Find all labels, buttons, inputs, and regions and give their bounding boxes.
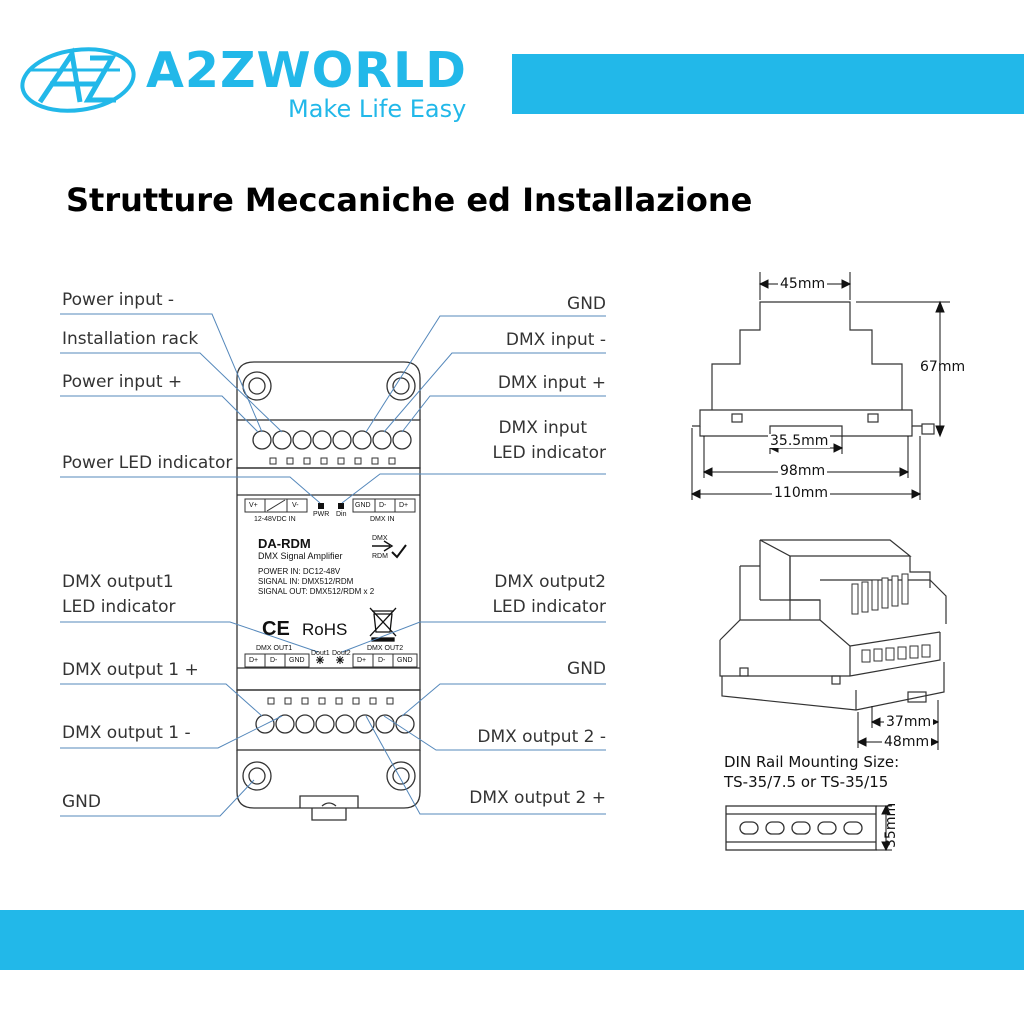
- cert-ce: CE: [262, 618, 290, 640]
- dim-mid: 98mm: [778, 463, 828, 479]
- led-label-pwr: PWR: [313, 511, 330, 518]
- caption-dmx-out1: DMX OUT1: [256, 645, 293, 652]
- label-dmx-output2-minus: DMX output 2 -: [477, 727, 606, 747]
- label-dmx-input-minus: DMX input -: [505, 330, 606, 350]
- device-subtitle: DMX Signal Amplifier: [258, 551, 343, 561]
- bottom-terminal-slots: [267, 697, 394, 705]
- label-dmx-output2-led: LED indicator: [492, 597, 606, 617]
- led-label-dout2: Dout2: [332, 650, 351, 657]
- dim-iso-b: 48mm: [882, 734, 932, 750]
- bottom-terminal-label-boxes: [244, 653, 418, 668]
- header-blue-bar: [512, 54, 1024, 114]
- spec-signal-out: SIGNAL OUT: DMX512/RDM x 2: [258, 587, 375, 596]
- label-gnd-right: GND: [567, 659, 606, 679]
- device-model: DA-RDM: [258, 536, 311, 551]
- terminal-out2-gnd: GND: [397, 657, 413, 664]
- led-dout1-icon: [316, 656, 324, 664]
- din-dimension: [876, 804, 892, 852]
- din-rail-heading: DIN Rail Mounting Size:: [724, 753, 900, 771]
- device-front-view: [236, 361, 421, 821]
- dim-width-top: 45mm: [778, 276, 828, 292]
- badge-rdm: RDM: [372, 553, 388, 560]
- terminal-out1-dplus: D+: [249, 657, 259, 664]
- profile-view: [692, 301, 935, 437]
- dmx-rdm-arrow-icon: [372, 540, 407, 559]
- led-dout2-icon: [336, 656, 344, 664]
- label-power-led: Power LED indicator: [62, 453, 233, 473]
- brand-name: A2ZWORLD: [146, 42, 467, 99]
- brand-tagline: Make Life Easy: [288, 95, 467, 123]
- iso-slots: [851, 573, 931, 663]
- label-dmx-input: DMX input: [498, 418, 587, 438]
- label-dmx-input-plus: DMX input +: [497, 373, 606, 393]
- top-terminal-screws: [252, 430, 412, 450]
- label-installation-rack: Installation rack: [62, 329, 199, 349]
- terminal-out2-dplus: D+: [357, 657, 367, 664]
- top-terminal-label-boxes: [244, 498, 416, 513]
- label-gnd-left: GND: [62, 792, 101, 812]
- led-label-dout1: Dout1: [311, 650, 330, 657]
- din-rail-title: DIN Rail Mounting Size: TS-35/7.5 or TS-…: [724, 752, 899, 793]
- label-dmx-output1-minus: DMX output 1 -: [62, 723, 191, 743]
- label-dmx-output1-plus: DMX output 1 +: [62, 660, 199, 680]
- dim-total: 110mm: [772, 485, 830, 501]
- badge-dmx: DMX: [372, 535, 388, 542]
- caption-power-in: 12-48VDC IN: [254, 516, 296, 523]
- dim-iso-a: 37mm: [884, 714, 934, 730]
- led-pwr-icon: [318, 503, 324, 509]
- din-rail: [725, 805, 877, 851]
- dim-height: 67mm: [920, 359, 966, 375]
- label-dmx-input-led: LED indicator: [492, 443, 606, 463]
- label-dmx-output1: DMX output1: [62, 572, 174, 592]
- led-label-din: Din: [336, 511, 347, 518]
- label-power-input-plus: Power input +: [62, 372, 183, 392]
- spec-signal-in: SIGNAL IN: DMX512/RDM: [258, 577, 354, 586]
- label-dmx-output1-led: LED indicator: [62, 597, 176, 617]
- isometric-view: [719, 539, 947, 711]
- caption-dmx-out2: DMX OUT2: [367, 645, 404, 652]
- top-terminal-slots: [269, 457, 396, 465]
- terminal-out2-dminus: D-: [378, 657, 386, 664]
- cert-rohs: RoHS: [302, 620, 348, 639]
- terminal-vplus: V+: [249, 502, 258, 509]
- din-rail-spec: TS-35/7.5 or TS-35/15: [724, 773, 889, 792]
- spec-power: POWER IN: DC12-48V: [258, 567, 341, 576]
- label-power-input-minus: Power input -: [62, 290, 175, 310]
- led-din-icon: [338, 503, 344, 509]
- caption-dmx-in: DMX IN: [370, 516, 395, 523]
- dim-inner: 35.5mm: [768, 433, 831, 449]
- terminal-out1-gnd: GND: [289, 657, 305, 664]
- label-dmx-output2-plus: DMX output 2 +: [469, 788, 606, 808]
- terminal-dplus-in: D+: [399, 502, 409, 509]
- terminal-vminus: V-: [292, 502, 299, 509]
- callout-lines: [60, 313, 606, 817]
- brand-logo-icon: [20, 47, 136, 113]
- label-dmx-output2: DMX output2: [494, 572, 606, 592]
- terminal-dminus-in: D-: [379, 502, 387, 509]
- page-title: Strutture Meccaniche ed Installazione: [66, 181, 753, 219]
- dim-rail-height: 35mm: [883, 802, 899, 848]
- terminal-gnd-in: GND: [355, 502, 371, 509]
- terminal-out1-dminus: D-: [270, 657, 278, 664]
- weee-bin-icon: [369, 607, 397, 642]
- footer-blue-bar: [0, 910, 1024, 970]
- label-gnd-right-top: GND: [567, 294, 606, 314]
